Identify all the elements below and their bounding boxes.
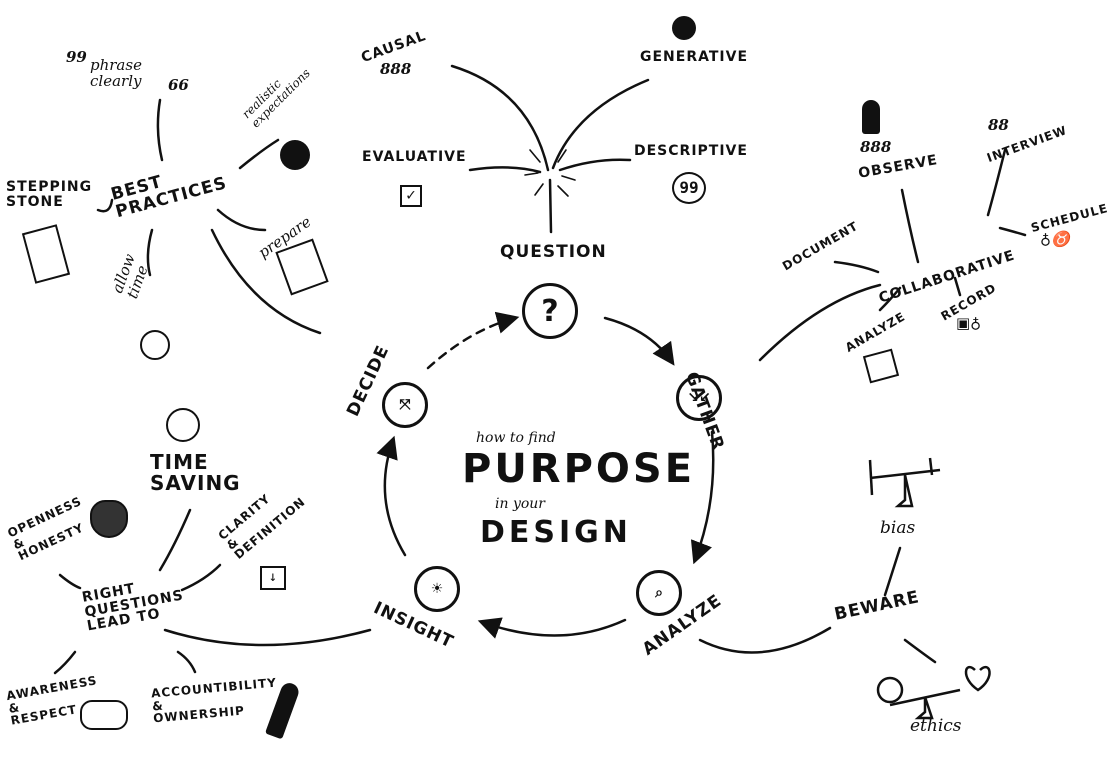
decide-arrows-icon: ⤧ (382, 382, 428, 428)
question-mark-icon: ? (522, 283, 578, 339)
magnifier-chart-icon: ⌕ (636, 570, 682, 616)
handshake-icon (80, 700, 128, 730)
arrow-question-gather (603, 316, 675, 366)
gather-arrows-icon: ↘↙ (676, 375, 722, 421)
center-title-line3: in your (495, 496, 545, 512)
yin-yang-icon (280, 140, 310, 170)
record-tools-icon: ▣♁ (956, 314, 982, 332)
schedule-tools-icon: ♁♉ (1040, 230, 1070, 248)
checkbox-icon: ✓ (400, 185, 422, 207)
arrow-decide-question (426, 311, 520, 370)
causal-people-marks: 888 (380, 60, 412, 78)
globe-icon (672, 16, 696, 40)
arrow-insight-decide (376, 435, 407, 557)
descriptive-label: DESCRIPTIVE (634, 143, 748, 159)
stopwatch-icon (166, 408, 200, 442)
stopwatch-icon (140, 330, 170, 360)
center-title-design: DESIGN (480, 515, 632, 550)
quote-open-mark: 99 (66, 48, 87, 66)
center-title-purpose: PURPOSE (462, 446, 696, 492)
center-title-line1: how to find (476, 430, 556, 446)
stepping-stone-label: STEPPING STONE (6, 179, 93, 210)
quote-close-mark: 66 (168, 76, 189, 94)
bias-label: bias (880, 518, 916, 538)
cycle-question-label: QUESTION (500, 242, 607, 262)
arrow-analyze-insight (477, 617, 627, 639)
download-box-icon: ↓ (260, 566, 286, 590)
arrow-gather-analyze (690, 430, 715, 565)
quote-icon: 99 (672, 172, 706, 204)
ethics-label: ethics (910, 716, 962, 736)
generative-label: GENERATIVE (640, 49, 749, 65)
observe-people-marks: 888 (860, 138, 892, 156)
hands-heart-icon (90, 500, 128, 538)
evaluative-label: EVALUATIVE (362, 149, 467, 165)
person-icon (862, 100, 880, 134)
time-saving-label: TIME SAVING (150, 450, 241, 495)
interview-people-marks: 88 (988, 116, 1009, 134)
phrase-clearly-label: phrase clearly (90, 56, 142, 90)
lightbulb-icon: ☀ (414, 566, 460, 612)
